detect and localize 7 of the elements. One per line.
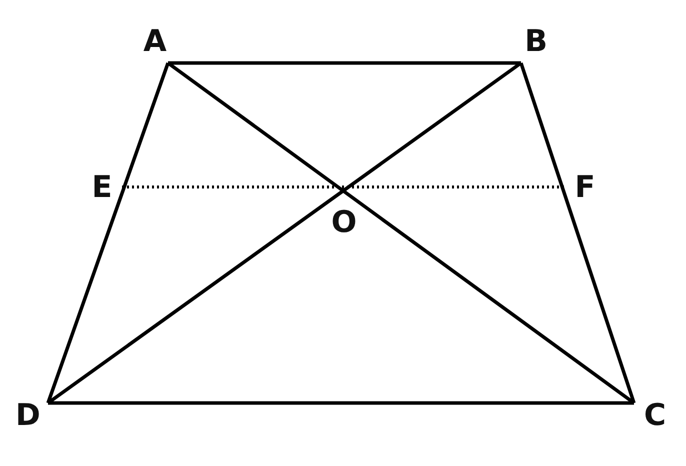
point-label: A — [143, 27, 167, 57]
point-label: D — [16, 401, 40, 431]
point-label: C — [644, 401, 666, 431]
point-label: B — [524, 27, 548, 57]
point-label: O — [331, 208, 357, 238]
point-label: E — [92, 173, 112, 203]
point-label: F — [574, 173, 596, 203]
